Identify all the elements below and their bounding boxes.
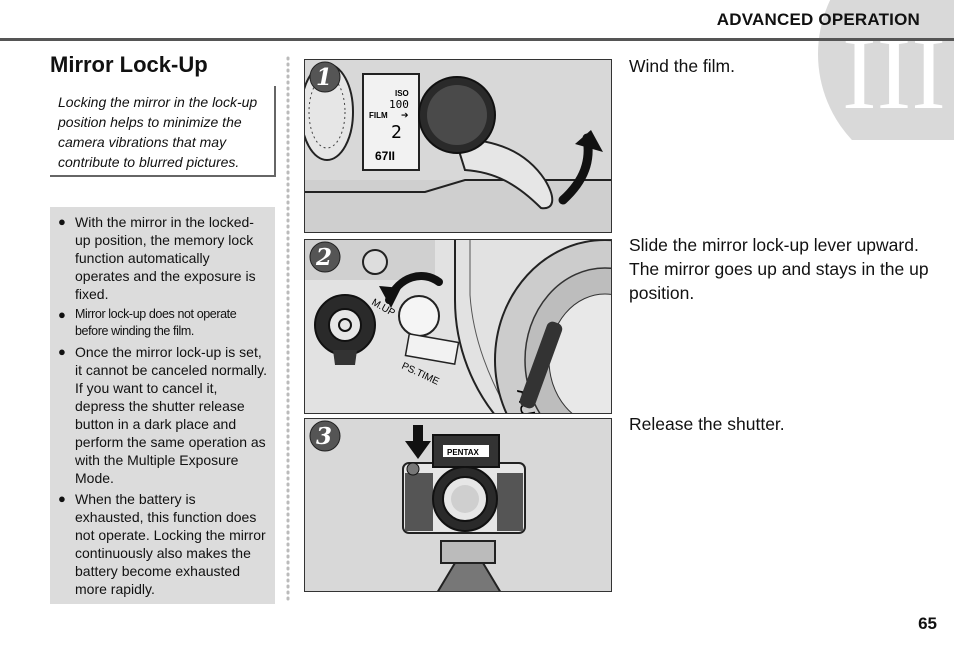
mirror-lever-knob	[398, 295, 440, 337]
iso-value: 100	[389, 98, 409, 111]
bullet-icon: ●	[58, 214, 66, 229]
figure-mirror-lever: 4 AU M.UP PS.TIME 2	[304, 239, 612, 414]
section-title: ADVANCED OPERATION	[716, 10, 920, 29]
step-3-text: Release the shutter.	[629, 414, 785, 434]
step-number-2: 2	[315, 244, 332, 271]
notes-box: ● With the mirror in the locked-up posit…	[50, 207, 275, 604]
shutter-arrow-icon	[413, 425, 423, 445]
note-item: ● Mirror lock-up does not operate before…	[58, 306, 267, 340]
bullet-icon: ●	[58, 491, 66, 506]
bullet-icon: ●	[58, 344, 66, 359]
film-label: FILM	[369, 111, 388, 120]
note-item: ● When the battery is exhausted, this fu…	[58, 490, 267, 598]
frame-counter: 2	[391, 122, 402, 143]
step-2-text: Slide the mirror lock-up lever upward. T…	[629, 235, 929, 303]
figure-release-shutter: PENTAX 3	[304, 418, 612, 592]
note-text: Mirror lock-up does not operate before w…	[75, 307, 237, 338]
bullet-icon: ●	[58, 307, 66, 322]
intro-text: Locking the mirror in the lock-up positi…	[58, 94, 258, 170]
note-item: ● Once the mirror lock-up is set, it can…	[58, 343, 267, 487]
page-title: Mirror Lock-Up	[50, 52, 208, 77]
chapter-numeral: III	[842, 16, 946, 131]
header-rule	[0, 38, 954, 41]
iso-label: ISO	[395, 89, 409, 98]
intro-box: Locking the mirror in the lock-up positi…	[50, 86, 276, 177]
figure-wind-film: ISO 100 FILM ➔ 2 67II 1	[304, 59, 612, 233]
model-badge: 67II	[375, 149, 395, 163]
step-number-3: 3	[316, 423, 332, 450]
dotted-divider	[286, 56, 290, 606]
step-1-text: Wind the film.	[629, 56, 735, 76]
step-number-1: 1	[316, 64, 332, 91]
note-text: With the mirror in the locked-up positio…	[75, 214, 256, 302]
brand-label: PENTAX	[447, 448, 480, 457]
film-arrow-icon: ➔	[401, 110, 409, 120]
chapter-badge: III	[818, 0, 954, 140]
note-text: Once the mirror lock-up is set, it canno…	[75, 344, 267, 486]
note-text: When the battery is exhausted, this func…	[75, 491, 266, 597]
note-item: ● With the mirror in the locked-up posit…	[58, 213, 267, 303]
page-number: 65	[918, 614, 937, 633]
